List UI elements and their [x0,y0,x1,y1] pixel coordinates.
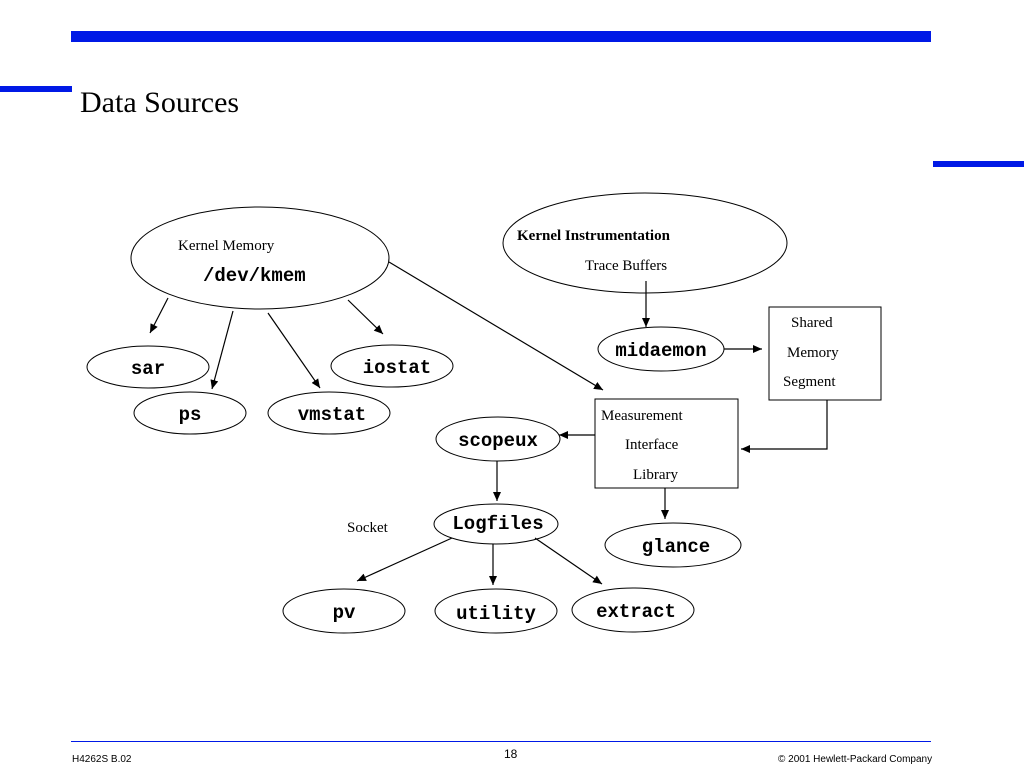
arrow-logfiles-to-pv [356,537,453,582]
shared-memory-line3: Segment [783,374,836,390]
shared-memory-line1: Shared [791,315,833,331]
midaemon-node: midaemon [597,326,725,372]
iostat-node: iostat [330,344,454,388]
kernel-instrumentation-node: Kernel Instrumentation Trace Buffers [502,192,788,294]
footer-course-code: H4262S B.02 [72,754,132,765]
mi-library-line1: Measurement [601,408,683,424]
shared-memory-segment-box: Shared Memory Segment [768,306,882,401]
top-accent-bar [71,31,931,42]
sar-label: sar [131,358,165,380]
logfiles-node: Logfiles [433,503,559,545]
utility-label: utility [456,603,536,625]
iostat-label: iostat [363,357,431,379]
glance-node: glance [604,522,742,568]
arrow-logfiles-to-extract [534,537,603,585]
kernel-memory-node: Kernel Memory /dev/kmem [130,206,390,310]
sar-node: sar [86,345,210,389]
extract-node: extract [571,587,695,633]
arrow-kmem-to-iostat [347,299,384,335]
vmstat-label: vmstat [298,404,366,426]
socket-label: Socket [347,520,389,536]
connectors [149,261,828,585]
ps-label: ps [179,404,202,426]
measurement-interface-library-box: Measurement Interface Library [594,398,739,489]
ps-node: ps [133,391,247,435]
arrow-kmem-to-sar [149,297,169,334]
arrow-kmem-to-vmstat [267,312,321,389]
pv-label: pv [333,602,356,624]
page-number: 18 [504,747,518,761]
pv-node: pv [282,588,406,634]
arrow-shm-to-mi-library [741,400,828,453]
kernel-instrumentation-label: Kernel Instrumentation [517,228,671,244]
extract-label: extract [596,601,676,623]
right-accent-bar [933,161,1024,167]
utility-node: utility [434,588,558,634]
footer-copyright: © 2001 Hewlett-Packard Company [778,754,933,765]
dev-kmem-label: /dev/kmem [203,265,306,287]
midaemon-label: midaemon [615,340,706,362]
trace-buffers-label: Trace Buffers [585,258,667,274]
arrow-kmem-to-ps [210,310,234,390]
vmstat-node: vmstat [267,391,391,435]
scopeux-label: scopeux [458,430,538,452]
mi-library-line3: Library [633,467,678,483]
footer-divider [71,741,931,742]
shared-memory-line2: Memory [787,345,839,361]
left-accent-bar [0,86,72,92]
logfiles-label: Logfiles [452,513,543,535]
page-title: Data Sources [80,86,240,119]
glance-label: glance [642,536,710,558]
scopeux-node: scopeux [435,416,561,462]
mi-library-line2: Interface [625,437,679,453]
arrow-kmem-to-mi-library [388,261,604,391]
kernel-memory-label: Kernel Memory [178,238,275,254]
